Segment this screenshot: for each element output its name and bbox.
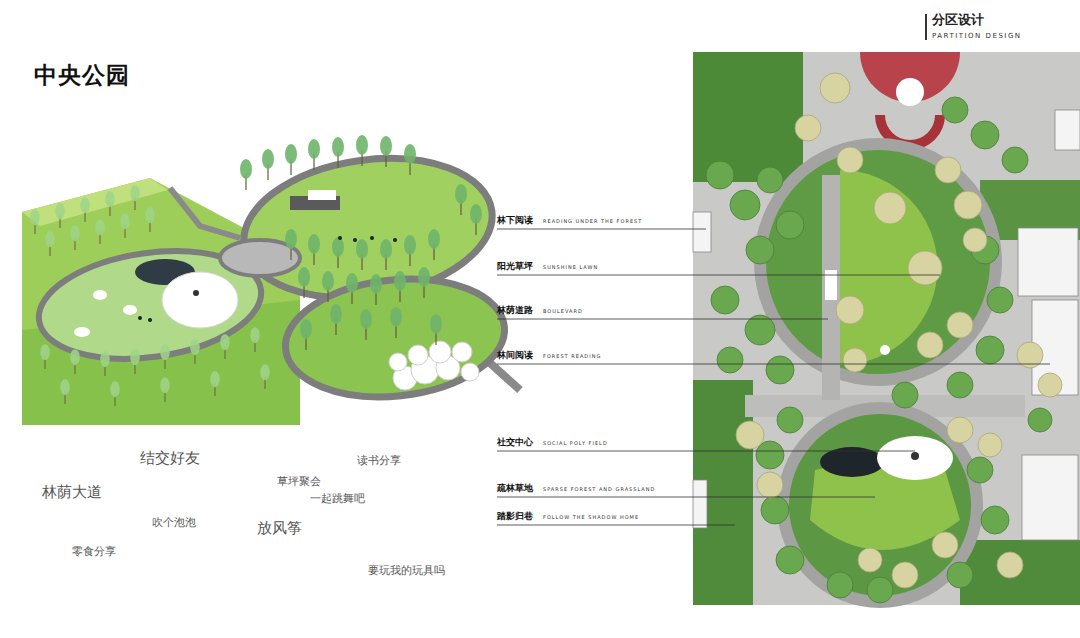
page-title: 中央公园 bbox=[34, 62, 130, 88]
activity-word: 吹个泡泡 bbox=[152, 517, 196, 530]
zone-english: SUNSHINE LAWN bbox=[543, 265, 598, 271]
zone-english: FOREST READING bbox=[543, 354, 601, 360]
zone-name: 踏影归巷 bbox=[497, 511, 533, 521]
zone-name: 社交中心 bbox=[497, 437, 533, 447]
zone-name: 阳光草坪 bbox=[497, 261, 533, 271]
zone-name: 疏林草地 bbox=[497, 483, 533, 493]
section-subtitle: PARTITION DESIGN bbox=[932, 32, 1022, 40]
header-bar bbox=[925, 14, 927, 40]
activity-word: 一起跳舞吧 bbox=[310, 493, 365, 506]
zone-name: 林下阅读 bbox=[497, 215, 533, 225]
zone-name: 林间阅读 bbox=[497, 350, 533, 360]
zone-english: FOLLOW THE SHADOW HOME bbox=[543, 515, 639, 521]
activity-word: 林荫大道 bbox=[42, 484, 102, 501]
section-title: 分区设计 bbox=[932, 13, 984, 28]
activity-word: 草坪聚会 bbox=[277, 476, 321, 489]
activity-word: 要玩我的玩具吗 bbox=[368, 565, 445, 578]
activity-word: 放风筝 bbox=[257, 520, 302, 537]
aerial-plan bbox=[693, 52, 1080, 605]
zone-english: SPARSE FOREST AND GRASSLAND bbox=[543, 487, 655, 493]
zone-english: BOULEVARD bbox=[543, 309, 583, 315]
zone-english: SOCIAL POLY FIELD bbox=[543, 441, 608, 447]
zone-english: READING UNDER THE FOREST bbox=[543, 219, 642, 225]
leader-lines bbox=[497, 229, 1050, 525]
zone-name: 林荫道路 bbox=[497, 305, 533, 315]
activity-word: 结交好友 bbox=[140, 450, 200, 467]
axonometric-park bbox=[22, 135, 520, 425]
activity-word: 读书分享 bbox=[357, 455, 401, 468]
activity-word: 零食分享 bbox=[72, 546, 116, 559]
